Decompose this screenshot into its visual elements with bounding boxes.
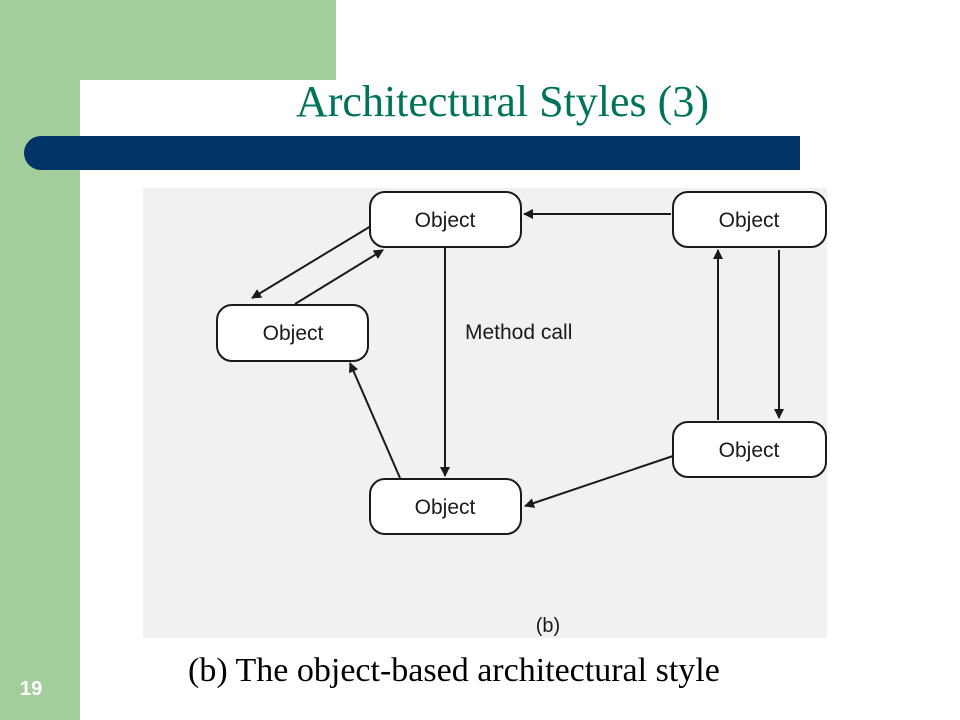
- node-object-bottom-center: Object: [369, 478, 522, 535]
- node-object-top-center: Object: [369, 191, 522, 248]
- node-label: Object: [263, 322, 324, 345]
- side-band-top: [80, 0, 336, 80]
- diagram-panel: [143, 188, 827, 638]
- title-underline-bar: [24, 136, 800, 170]
- node-label: Object: [719, 209, 780, 232]
- side-band: [0, 0, 80, 720]
- node-label: Object: [719, 439, 780, 462]
- figure-tag: (b): [536, 615, 560, 637]
- object-diagram: Object Object Object Object Object Metho…: [216, 191, 827, 637]
- slide-number: 19: [20, 678, 43, 700]
- node-label: Object: [415, 496, 476, 519]
- node-object-bottom-right: Object: [672, 421, 827, 478]
- node-object-left: Object: [216, 304, 369, 362]
- arrow-bottom-center-to-left: [349, 362, 401, 479]
- arrow-left-to-top-center: [294, 249, 384, 305]
- arrow-bottom-right-to-bottom-center: [524, 455, 674, 508]
- slide-title: Architectural Styles (3): [296, 77, 709, 126]
- method-call-label: Method call: [465, 321, 572, 344]
- arrow-top-center-to-left: [251, 225, 372, 299]
- node-label: Object: [415, 209, 476, 232]
- node-object-top-right: Object: [672, 191, 827, 248]
- arrows: [251, 209, 784, 508]
- figure-caption: (b) The object-based architectural style: [188, 652, 720, 689]
